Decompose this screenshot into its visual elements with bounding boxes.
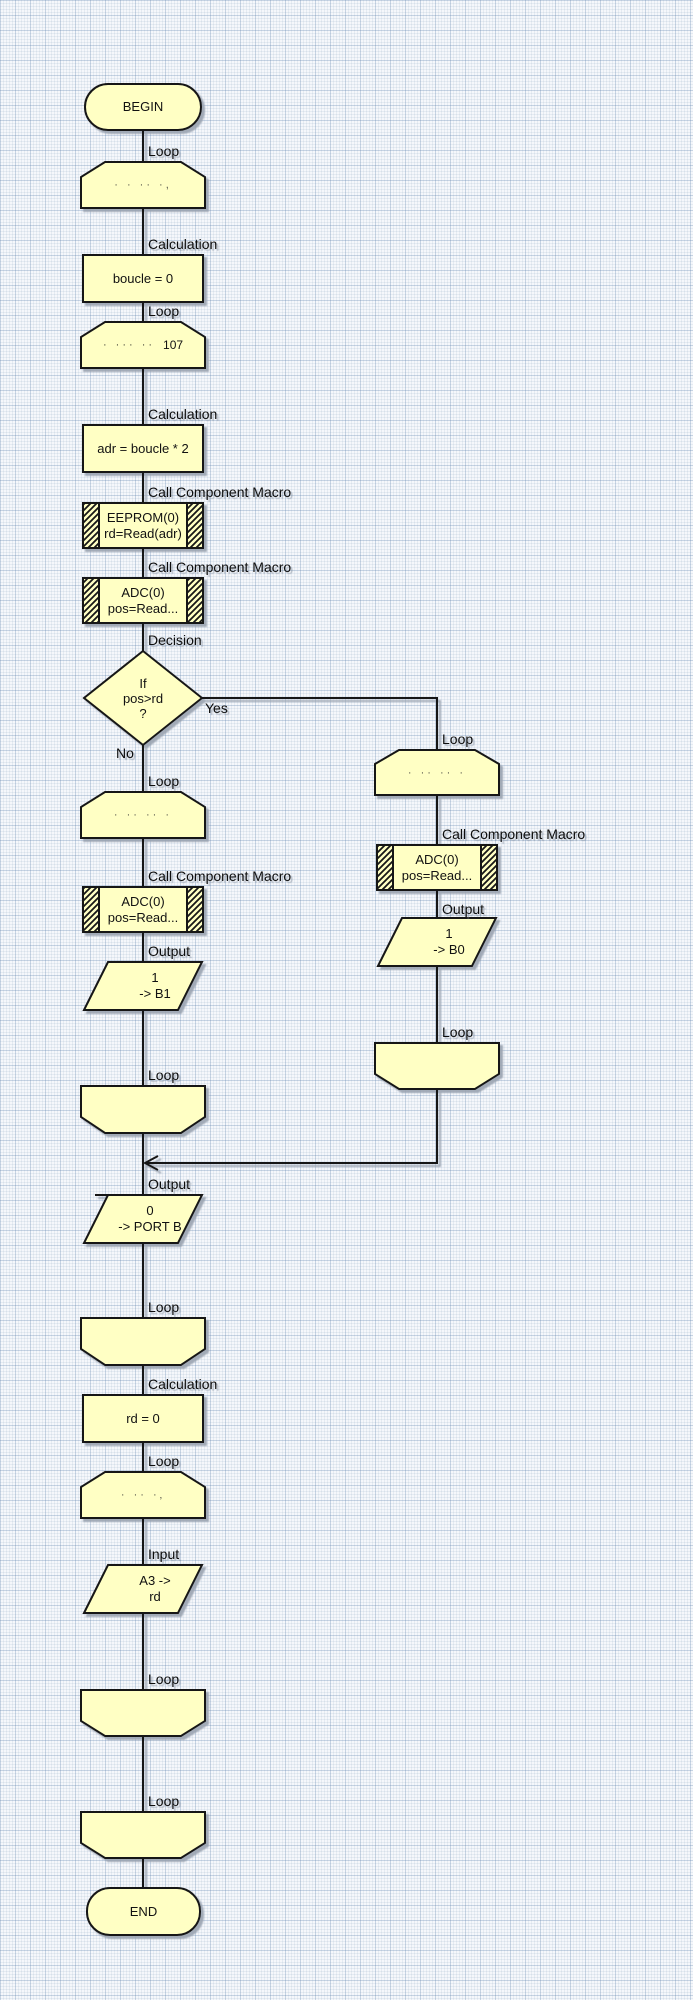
- label-output: Output: [148, 1176, 191, 1192]
- loop-end-shape-3[interactable]: [80, 1317, 206, 1366]
- macro-adc-no-text: ADC(0) pos=Read...: [107, 893, 179, 925]
- label-call-component-macro: Call Component Macro: [148, 484, 292, 500]
- decision-text: If pos>rd ?: [122, 675, 164, 721]
- output-portb-text: 0 -> PORT B: [118, 1203, 182, 1234]
- calculation-rd-text: rd = 0: [126, 1410, 160, 1426]
- connector-yes-branch: [202, 697, 438, 750]
- input-parallelogram-a3[interactable]: [82, 1564, 204, 1614]
- label-no: No: [116, 745, 134, 761]
- output-parallelogram-b1[interactable]: [82, 961, 204, 1011]
- macro-hatch-left: [82, 502, 100, 549]
- loop-end-shape-yes[interactable]: [374, 1042, 500, 1090]
- end-label: END: [129, 1903, 158, 1919]
- macro-hatch-right: [186, 577, 204, 624]
- loop-start-shape-yes[interactable]: [374, 749, 500, 796]
- begin-label: BEGIN: [122, 99, 164, 114]
- label-call-component-macro: Call Component Macro: [148, 868, 292, 884]
- label-loop: Loop: [148, 1793, 180, 1809]
- macro-adc-yes-text: ADC(0) pos=Read...: [401, 851, 473, 883]
- macro-hatch-right: [186, 502, 204, 549]
- output-parallelogram-portb[interactable]: [82, 1194, 204, 1244]
- loop-start-1-text: · · ·· ·,: [114, 179, 172, 191]
- macro-adc-1-text: ADC(0) pos=Read...: [107, 584, 179, 616]
- connector-group: [142, 130, 438, 1888]
- label-loop: Loop: [148, 1671, 180, 1687]
- calculation-box-adr[interactable]: [82, 424, 204, 473]
- label-loop: Loop: [148, 1067, 180, 1083]
- loop-start-2-count: 107: [163, 338, 184, 352]
- loop-end-shape-6[interactable]: [80, 1811, 206, 1859]
- loop-start-shape-no[interactable]: [80, 791, 206, 839]
- end-terminator[interactable]: [86, 1887, 201, 1936]
- loop-start-shape-4[interactable]: [80, 1471, 206, 1519]
- label-calculation: Calculation: [148, 406, 218, 422]
- label-loop: Loop: [148, 303, 180, 319]
- loop-start-shape-1[interactable]: [80, 161, 206, 209]
- label-output: Output: [148, 943, 191, 959]
- output-b0-text: 1 -> B0: [433, 926, 465, 957]
- label-input: Input: [148, 1546, 180, 1562]
- macro-hatch-right: [480, 844, 498, 891]
- macro-hatch-left: [82, 577, 100, 624]
- macro-hatch-left: [376, 844, 394, 891]
- label-output: Output: [442, 901, 485, 917]
- loop-end-shape-5[interactable]: [80, 1689, 206, 1737]
- loop-start-4-text: · ·· ·‚: [120, 1489, 166, 1501]
- label-call-component-macro: Call Component Macro: [442, 826, 586, 842]
- label-yes: Yes: [205, 700, 228, 716]
- label-loop: Loop: [148, 1299, 180, 1315]
- calculation-boucle-text: boucle = 0: [112, 270, 174, 286]
- label-loop: Loop: [148, 773, 180, 789]
- label-loop: Loop: [442, 731, 474, 747]
- loop-start-no-text: · ·· ·· ·: [113, 809, 173, 821]
- output-b1-text: 1 -> B1: [139, 970, 171, 1001]
- loop-start-2-text: · ··· ·· 107: [81, 322, 205, 368]
- label-loop: Loop: [442, 1024, 474, 1040]
- calculation-adr-text: adr = boucle * 2: [97, 440, 189, 456]
- loop-end-shape-no[interactable]: [80, 1085, 206, 1134]
- macro-hatch-left: [82, 886, 100, 933]
- label-calculation: Calculation: [148, 236, 218, 252]
- calculation-box-boucle[interactable]: [82, 254, 204, 303]
- merge-arrowhead-icon: [142, 1155, 159, 1171]
- loop-start-2-faint: · ··· ··: [102, 339, 156, 351]
- calculation-box-rd[interactable]: [82, 1394, 204, 1443]
- label-calculation: Calculation: [148, 1376, 218, 1392]
- output-parallelogram-b0[interactable]: [376, 917, 498, 967]
- macro-box-adc-1[interactable]: [82, 577, 204, 624]
- connector-merge: [146, 1089, 438, 1164]
- input-a3-text: A3 -> rd: [139, 1573, 171, 1604]
- label-call-component-macro: Call Component Macro: [148, 559, 292, 575]
- label-loop: Loop: [148, 143, 180, 159]
- loop-start-shape-2[interactable]: [80, 321, 206, 369]
- label-loop: Loop: [148, 1453, 180, 1469]
- begin-terminator[interactable]: [84, 83, 202, 131]
- label-decision: Decision: [148, 632, 202, 648]
- decision-diamond[interactable]: [82, 649, 204, 747]
- macro-hatch-right: [186, 886, 204, 933]
- loop-start-yes-text: · ·· ·· ·: [407, 767, 467, 779]
- macro-eeprom-text: EEPROM(0) rd=Read(adr): [104, 509, 182, 541]
